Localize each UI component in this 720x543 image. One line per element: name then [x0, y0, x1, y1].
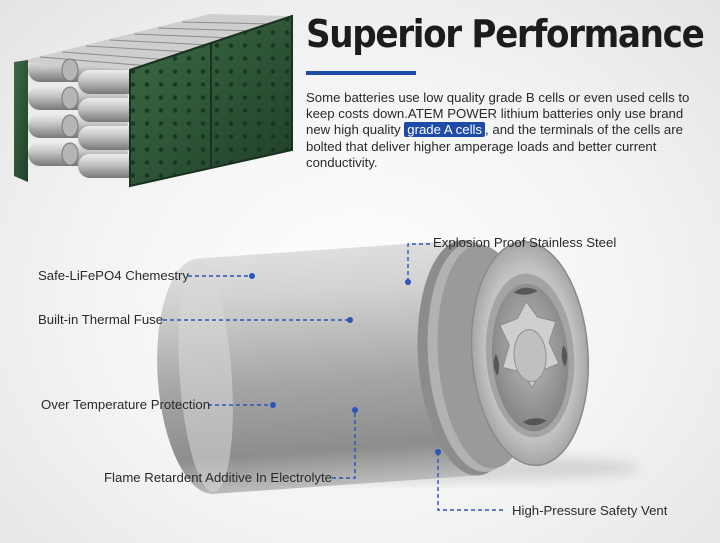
callout-thermal-fuse: Built-in Thermal Fuse [38, 312, 164, 327]
description-text: Some batteries use low quality grade B c… [306, 90, 701, 171]
title-underline [306, 71, 416, 75]
callout-safe-chemistry: Safe-LiFePO4 Chemestry [38, 268, 189, 283]
callout-safety-vent: High-Pressure Safety Vent [512, 503, 668, 518]
description-part-2: , and the terminals of the cells are bol… [306, 122, 683, 170]
page-title: Superior Performance [306, 12, 705, 56]
battery-pack-image [14, 14, 293, 188]
description-part-1: Some batteries use low quality grade B c… [306, 90, 690, 138]
callout-flame-retardent: Flame Retardent Additive In Electrolyte [104, 470, 332, 485]
callout-over-temperature: Over Temperature Protection [41, 397, 211, 412]
callout-explosion-proof: Explosion Proof Stainless Steel [433, 235, 617, 250]
grade-a-highlight: grade A cells [404, 122, 486, 138]
